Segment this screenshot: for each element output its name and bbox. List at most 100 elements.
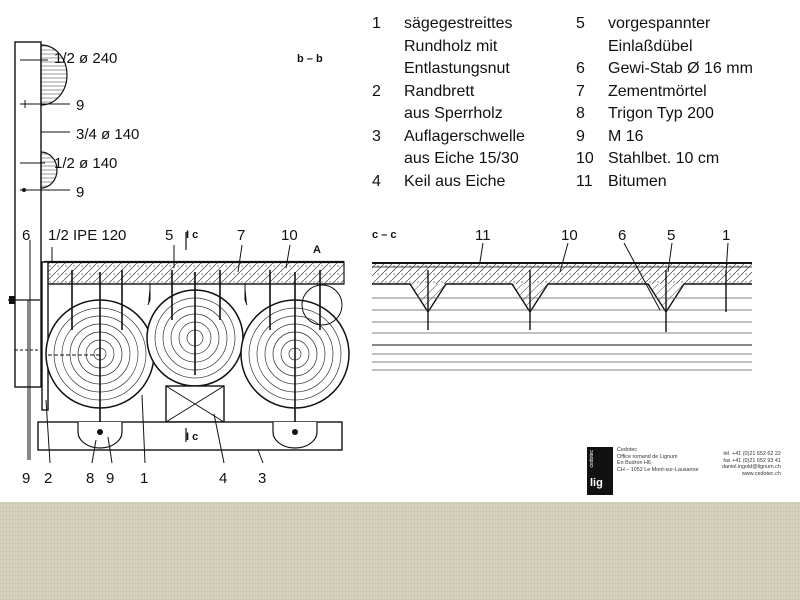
legend-number [576, 36, 608, 59]
legend-item: 11 Bitumen [576, 171, 753, 194]
legend-number: 5 [576, 15, 585, 32]
legend-text: M 16 [608, 127, 644, 145]
legend-number: 8 [576, 105, 585, 122]
legend-item: Einlaßdübel [576, 36, 753, 59]
legend-text: sägegestreittes [404, 15, 513, 32]
label-section-c-top: I c [186, 229, 198, 241]
legend-item: 8 Trigon Typ 200 [576, 103, 753, 126]
label-cc-1: 1 [722, 227, 730, 244]
legend-item: 9 M 16 [576, 126, 753, 149]
legend-number [372, 103, 404, 126]
legend-number: 6 [576, 60, 585, 77]
legend-number: 1 [372, 15, 381, 32]
legend-item: Entlastungsnut [372, 58, 525, 81]
legend-text: vorgespannter [608, 15, 711, 32]
legend-text: Entlastungsnut [404, 60, 510, 77]
publisher-address: Cedotec Office romand de Lignum En Budro… [617, 447, 699, 473]
logo-vertical-text: cedotec [589, 450, 595, 468]
label-top-5: 5 [165, 227, 173, 244]
label-section-bb: b – b [297, 53, 323, 65]
publisher-contact: tél. +41 (0)21 652 62 22 fax +41 (0)21 6… [722, 451, 781, 477]
legend-text: Randbrett [404, 82, 475, 100]
label-bottom-8: 8 [86, 470, 94, 487]
legend-text: Zementmörtel [608, 82, 707, 100]
label-section-c-bottom: I c [186, 431, 198, 443]
label-bottom-2: 2 [44, 470, 52, 487]
label-threequarter-140: 3/4 ø 140 [76, 126, 139, 143]
legend-text: Gewi-Stab Ø 16 mm [608, 60, 753, 77]
legend-number: 11 [576, 172, 593, 190]
label-top-7: 7 [237, 227, 245, 244]
legend-number [372, 58, 404, 81]
legend-text: Einlaßdübel [608, 37, 693, 55]
label-cc-11: 11 [475, 227, 491, 244]
legend-text: Trigon Typ 200 [608, 105, 714, 122]
label-ipe-120: 1/2 IPE 120 [48, 227, 126, 244]
label-bottom-9a: 9 [22, 470, 30, 487]
label-top-6: 6 [22, 227, 30, 244]
legend-item: 3 Auflagerschwelle [372, 126, 525, 149]
legend-text: Auflagerschwelle [404, 127, 525, 145]
anchor-dowels [71, 270, 321, 432]
legend-number: 10 [576, 150, 594, 167]
legend-item: 10 Stahlbet. 10 cm [576, 148, 753, 171]
label-nine-b: 9 [76, 184, 84, 201]
contact-line: tél. +41 (0)21 652 62 22 [723, 451, 781, 457]
legend-number [372, 148, 404, 171]
label-cc-5: 5 [667, 227, 675, 244]
label-bottom-3: 3 [258, 470, 266, 487]
legend-number: 7 [576, 82, 585, 100]
label-cc-6: 6 [618, 227, 626, 244]
legend-number: 9 [576, 127, 585, 145]
legend-number: 3 [372, 127, 381, 145]
legend-number: 4 [372, 172, 381, 190]
bb-section [27, 232, 350, 464]
legend-text: Rundholz mit [404, 37, 498, 55]
concrete-slab [43, 261, 345, 285]
contact-line: fax +41 (0)21 652 93 41 [723, 457, 781, 464]
label-cc-10: 10 [561, 227, 578, 244]
legend-number [372, 36, 404, 59]
label-bottom-9b: 9 [106, 470, 114, 487]
legend-text: Keil aus Eiche [404, 172, 506, 190]
legend-item: aus Eiche 15/30 [372, 148, 525, 171]
label-half-240: 1/2 ø 240 [54, 50, 117, 67]
label-top-10: 10 [281, 227, 298, 244]
legend-item: 7 Zementmörtel [576, 81, 753, 104]
address-line: En Budron H6 [617, 460, 651, 467]
legend-item: aus Sperrholz [372, 103, 525, 126]
contact-line: www.cedotec.ch [741, 470, 781, 477]
label-bottom-4: 4 [219, 470, 227, 487]
cc-section [372, 242, 752, 371]
legend-text: Stahlbet. 10 cm [608, 150, 720, 167]
legend-item: 4 Keil aus Eiche [372, 171, 525, 194]
label-nine-a: 9 [76, 97, 84, 114]
label-half-140: 1/2 ø 140 [54, 155, 117, 172]
contact-line: daniel.ingold@lignum.ch [722, 464, 781, 471]
legend-text: Bitumen [608, 172, 667, 190]
log-half-140 [40, 151, 58, 189]
cedotec-logo: cedotec lig [587, 447, 613, 495]
legend-text: aus Sperrholz [404, 105, 503, 122]
legend-item: 2 Randbrett [372, 81, 525, 104]
linen-background [0, 502, 800, 600]
logo-mark-text: lig [590, 477, 603, 489]
drawing-sheet [0, 0, 800, 502]
legend-item: Rundholz mit [372, 36, 525, 59]
label-section-cc: c – c [372, 229, 396, 241]
label-bottom-1: 1 [140, 470, 148, 487]
legend-item: 6 Gewi-Stab Ø 16 mm [576, 58, 753, 81]
side-board [41, 261, 49, 411]
label-detail-a: A [313, 244, 321, 256]
address-line: Cedotec [617, 447, 638, 453]
publisher-block: cedotec lig Cedotec Office romand de Lig… [587, 447, 787, 497]
legend-item: 5 vorgespannter [576, 13, 753, 36]
construction-drawing: 1/2 ø 240 9 3/4 ø 140 1/2 ø 140 9 b – b [8, 41, 752, 487]
legend-number: 2 [372, 82, 381, 100]
bb-elevation [8, 41, 70, 460]
address-line: Office romand de Lignum [617, 453, 678, 460]
legend-text: aus Eiche 15/30 [404, 150, 519, 167]
